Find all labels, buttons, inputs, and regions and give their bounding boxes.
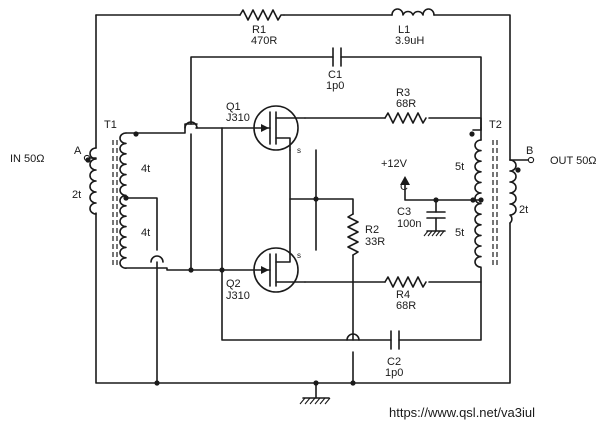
r2-resistor: R2 33R [289,149,385,384]
q2-part: J310 [226,290,250,302]
q2-source-pin: s [297,251,301,260]
t1-primary-turns: 2t [72,189,81,201]
c1-value: 1p0 [326,80,344,92]
r1-resistor: R1 470R [239,9,285,47]
junction-dots [313,196,356,386]
r2-value: 33R [365,236,385,248]
c3-value: 100n [397,218,421,230]
t2-upper-turns: 5t [455,161,464,173]
q1-transistor: Q1 J310 s [221,101,306,155]
t1-transformer: T1 2t 4t 4t [72,119,225,386]
source-watermark: https://www.qsl.net/va3iul [389,405,535,420]
output-node-b: B [526,145,533,157]
input-node-a: A [74,145,82,157]
q1-name: Q1 [226,101,241,113]
c2-name: C2 [387,356,401,368]
t2-name: T2 [489,119,502,131]
t1-name: T1 [104,119,117,131]
input-port: IN 50Ω A [10,145,97,165]
input-label: IN 50Ω [10,153,45,165]
q2-name: Q2 [226,278,241,290]
c1-name: C1 [328,69,342,81]
t1-lower-turns: 4t [141,227,150,239]
l1-inductor: L1 3.9uH [391,8,435,47]
r1-value: 470R [251,35,277,47]
supply-node: +12V C C3 100n [381,158,484,237]
c3-name: C3 [397,206,411,218]
q2-transistor: Q2 J310 s [221,247,306,302]
supply-voltage: +12V [381,158,408,170]
c2-value: 1p0 [385,367,403,379]
output-port: OUT 50Ω B [509,145,597,167]
t1-upper-turns: 4t [141,163,150,175]
r4-name: R4 [396,289,410,301]
t2-lower-turns: 5t [455,227,464,239]
c2-feedback-path: C2 1p0 [221,127,482,379]
q1-source-pin: s [297,146,301,155]
r3-value: 68R [396,98,416,110]
ground-symbol [299,397,331,405]
l1-name: L1 [398,24,410,36]
t2-transformer: T2 2t 5t 5t [455,119,528,268]
r2-name: R2 [365,224,379,236]
r4-resistor: R4 68R [304,267,482,312]
supply-node-c: C [400,181,408,193]
c1-feedback-path: C1 1p0 [190,47,482,129]
q1-part: J310 [226,112,250,124]
r4-value: 68R [396,300,416,312]
t2-secondary-turns: 2t [519,204,528,216]
output-label: OUT 50Ω [550,155,597,167]
r3-name: R3 [396,87,410,99]
l1-value: 3.9uH [395,35,424,47]
r1-name: R1 [252,24,266,36]
r3-resistor: R3 68R [304,87,482,131]
